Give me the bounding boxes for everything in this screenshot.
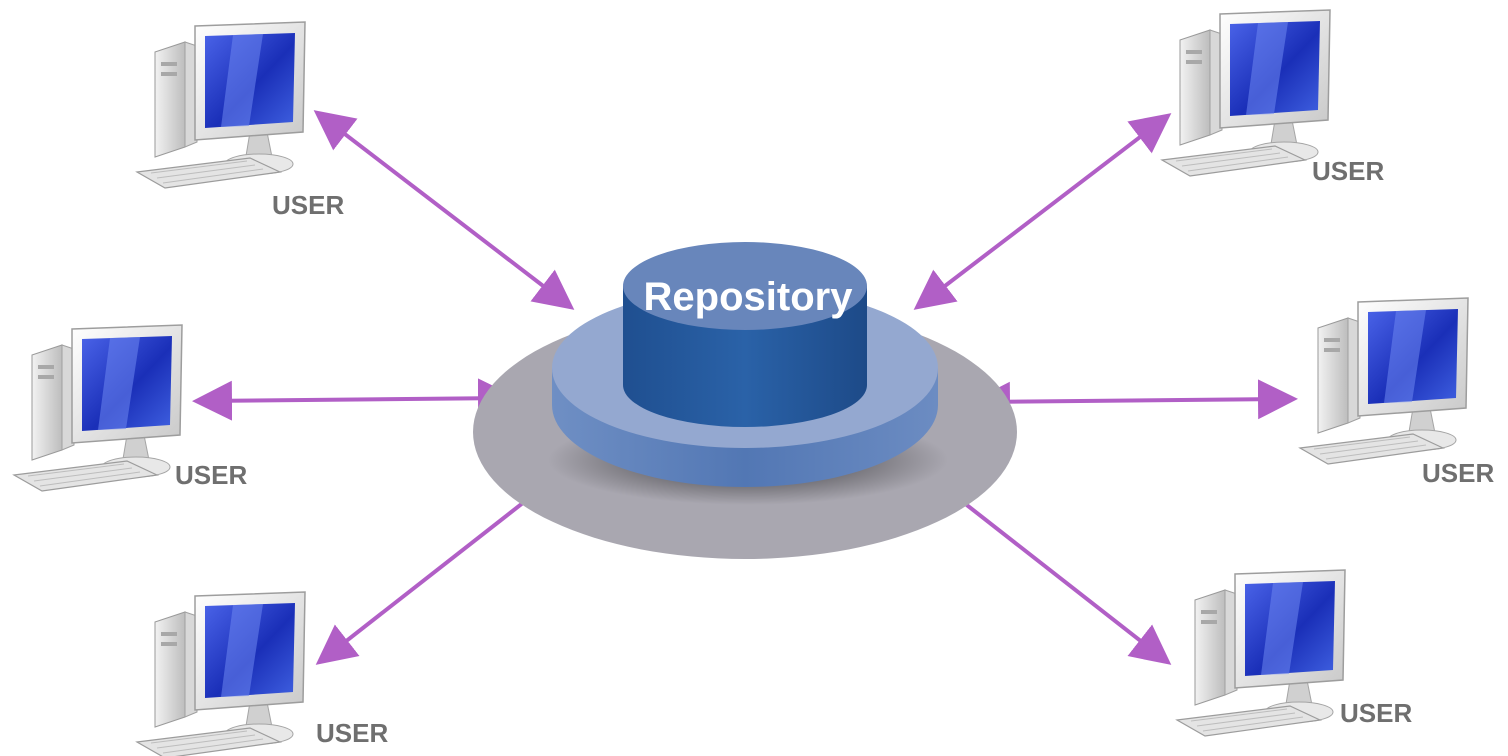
user-label: USER — [272, 190, 344, 220]
user-label: USER — [1312, 156, 1384, 186]
arrow-top-right — [913, 113, 1172, 310]
user-bottom-left: USER — [136, 591, 388, 756]
repository-hub: Repository — [473, 242, 1017, 559]
computer-icon — [136, 591, 306, 756]
computer-icon — [1161, 9, 1331, 177]
user-top-right: USER — [1161, 9, 1384, 186]
computer-icon — [1176, 569, 1346, 737]
user-label: USER — [316, 718, 388, 748]
computer-icon — [136, 21, 306, 189]
user-label: USER — [1340, 698, 1412, 728]
computer-icon — [1299, 297, 1469, 465]
computer-icon — [13, 324, 183, 492]
user-label: USER — [175, 460, 247, 490]
user-label: USER — [1422, 458, 1494, 488]
user-bottom-right: USER — [1176, 569, 1412, 737]
arrow-middle-right — [970, 379, 1298, 422]
cylinder-top — [623, 242, 867, 330]
arrow-middle-left — [192, 378, 518, 421]
user-middle-left: USER — [13, 324, 247, 492]
repository-label: Repository — [644, 275, 854, 319]
arrow-top-left — [313, 110, 575, 310]
user-top-left: USER — [136, 21, 344, 220]
user-middle-right: USER — [1299, 297, 1494, 488]
